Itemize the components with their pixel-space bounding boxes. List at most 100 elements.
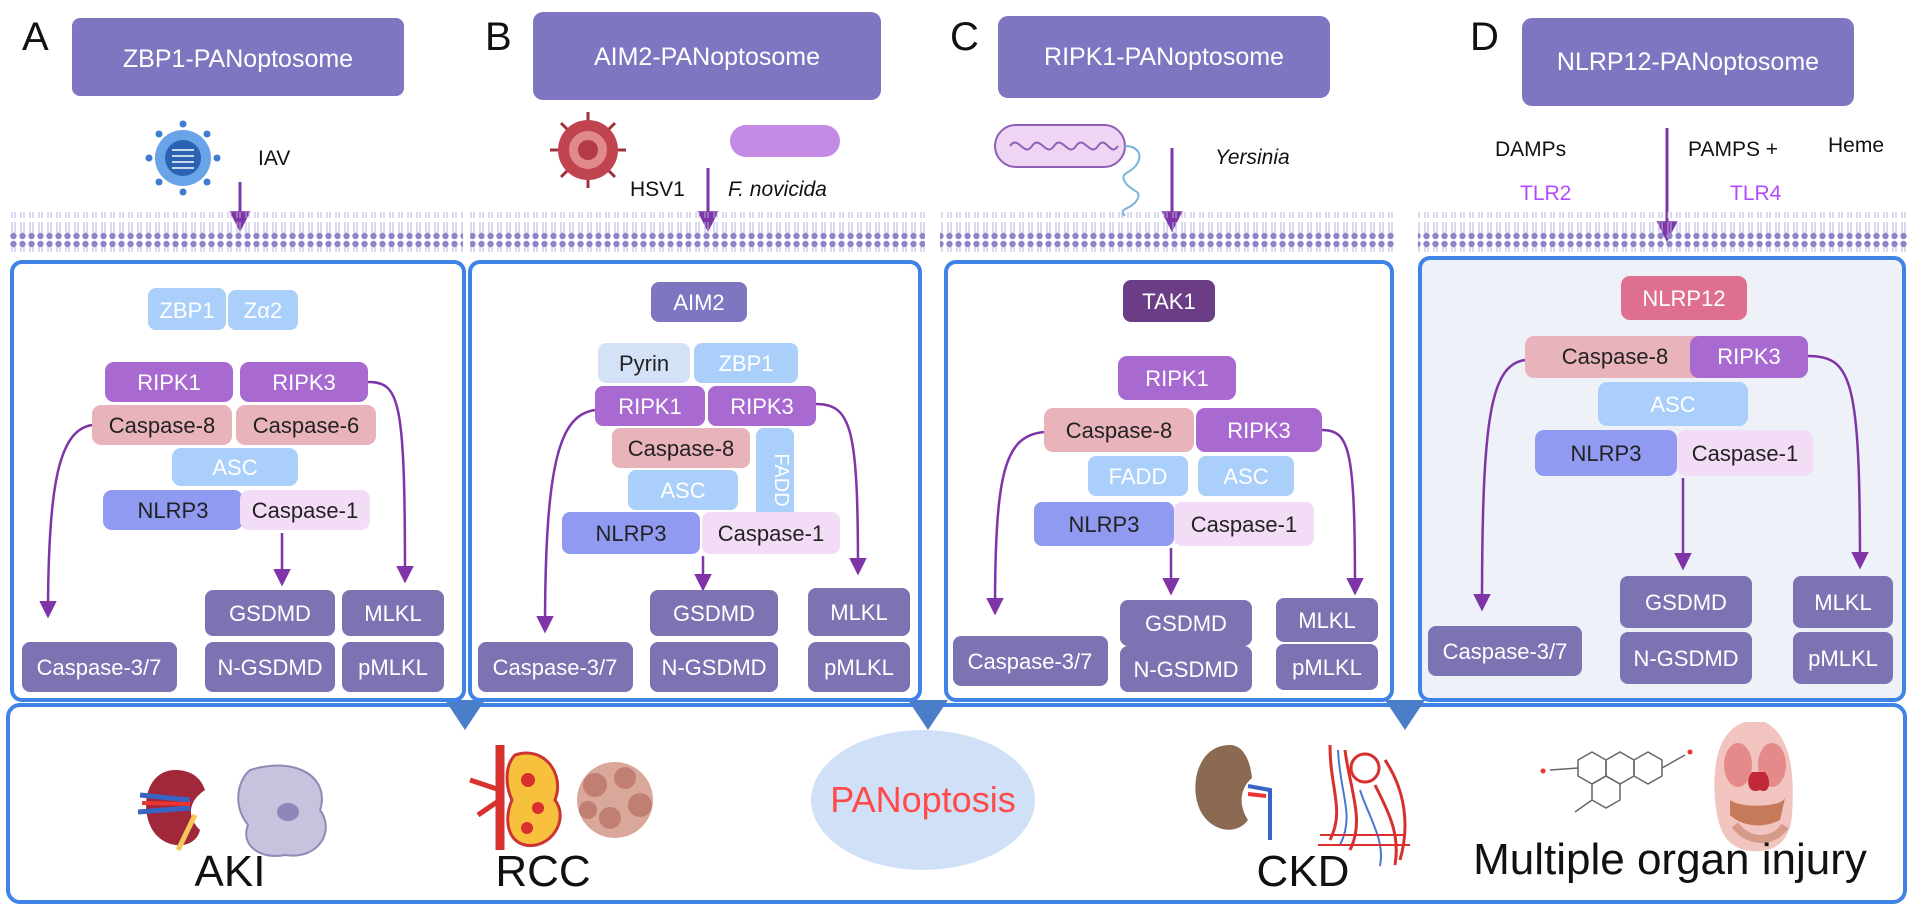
a-caspase-8-label: Caspase-8 — [109, 413, 215, 438]
b-asc-label: ASC — [660, 478, 705, 503]
d-arrow-caspase37 — [1473, 358, 1526, 612]
panel-d-tlr2: TLR2 — [1520, 182, 1571, 205]
c-out-caspase37 — [953, 636, 1108, 686]
panel-d-title-box — [1522, 18, 1854, 106]
a-ripk3-label: RIPK3 — [272, 370, 336, 395]
b-nlrp3-label: NLRP3 — [596, 521, 667, 546]
a-arrow-caspase37 — [39, 423, 93, 619]
b-aim2-label: AIM2 — [673, 290, 724, 315]
a-out-gsdmd — [205, 590, 335, 636]
yersinia-bacterium-icon — [994, 124, 1141, 217]
c-arrow-caspase37 — [986, 430, 1045, 616]
torso-organs-icon — [1714, 722, 1793, 852]
b-ripk3 — [708, 386, 816, 426]
kidney-tumor-icon — [469, 745, 562, 850]
a-caspase-6 — [236, 405, 376, 445]
d-caspase-8-label: Caspase-8 — [1562, 344, 1668, 369]
heme-molecule-icon — [1540, 749, 1693, 813]
c-out-mlkl-label: MLKL — [1298, 608, 1355, 633]
a-out-n-gsdmd-label: N-GSDMD — [217, 655, 322, 680]
d-arrow-mlkl — [1807, 354, 1869, 570]
b-aim2 — [651, 282, 747, 322]
b-fadd-label: FADD — [770, 453, 792, 506]
outcome-section: AKI RCC PANoptosis — [6, 700, 1907, 904]
a-arrow-mlkl — [367, 380, 414, 584]
a-out-n-gsdmd — [205, 642, 335, 692]
hsv1-virus-icon — [550, 112, 626, 188]
panel-letter-b: B — [485, 15, 512, 59]
panel-b-trigger-fnovicida: F. novicida — [728, 178, 827, 201]
panel-d-tlr4: TLR4 — [1730, 182, 1782, 205]
a-ripk1-label: RIPK1 — [137, 370, 201, 395]
b-out-gsdmd-label: GSDMD — [673, 601, 755, 626]
d-caspase-1 — [1677, 430, 1813, 476]
a-nlrp3-label: NLRP3 — [138, 498, 209, 523]
a-out-pmlkl — [342, 642, 444, 692]
b-zbp1-label: ZBP1 — [718, 351, 773, 376]
c-nlrp3-label: NLRP3 — [1069, 512, 1140, 537]
c-ripk1 — [1118, 356, 1236, 400]
b-pyrin-label: Pyrin — [619, 351, 669, 376]
a-caspase-1 — [240, 490, 370, 530]
d-out-gsdmd-label: GSDMD — [1645, 590, 1727, 615]
c-ripk1-label: RIPK1 — [1145, 366, 1209, 391]
c-caspase-1-label: Caspase-1 — [1191, 512, 1297, 537]
tumor-mass-icon — [577, 762, 653, 838]
d-asc — [1598, 382, 1748, 426]
outcome-ckd: CKD — [1257, 847, 1350, 896]
c-out-pmlkl — [1276, 644, 1378, 690]
b-out-pmlkl-label: pMLKL — [824, 655, 894, 680]
d-nlrp3-label: NLRP3 — [1571, 441, 1642, 466]
ckd-kidney-icon — [1195, 745, 1272, 840]
f-novicida-bacterium-icon — [730, 125, 840, 157]
panel-a-trigger-iav: IAV — [258, 147, 290, 170]
kidney-icon — [137, 770, 205, 852]
panel-b-membrane — [470, 212, 925, 252]
d-out-pmlkl-label: pMLKL — [1808, 646, 1878, 671]
a-caspase-8 — [92, 405, 232, 445]
panel-b-title-box — [533, 12, 881, 100]
d-nlrp12 — [1621, 276, 1747, 320]
panel-a-down-arrow — [445, 700, 485, 730]
panel-letter-a: A — [22, 15, 49, 59]
a-asc-label: ASC — [212, 455, 257, 480]
b-out-mlkl — [808, 588, 910, 636]
panel-a-membrane — [8, 212, 463, 252]
a-out-mlkl-label: MLKL — [364, 601, 421, 626]
a-ripk1 — [105, 362, 233, 402]
panel-d-title: NLRP12-PANoptosome — [1557, 48, 1819, 76]
panel-d-membrane — [1418, 212, 1908, 252]
b-asc — [628, 470, 738, 510]
c-asc — [1198, 456, 1294, 496]
b-caspase-8-label: Caspase-8 — [628, 436, 734, 461]
d-nlrp3 — [1535, 430, 1677, 476]
a-out-pmlkl-label: pMLKL — [358, 655, 428, 680]
panel-b-down-arrow — [908, 700, 948, 730]
c-caspase-1 — [1174, 502, 1314, 546]
d-caspase-8 — [1525, 336, 1705, 378]
panel-d-damps: DAMPs — [1495, 138, 1566, 161]
panel-letter-c: C — [950, 15, 979, 59]
b-ripk1 — [595, 386, 705, 426]
d-nlrp12-label: NLRP12 — [1642, 286, 1725, 311]
panel-d-heme: Heme — [1828, 134, 1884, 157]
d-out-mlkl — [1793, 576, 1893, 628]
panel-c-title-box — [998, 16, 1330, 98]
panoptosis-label: PANoptosis — [830, 779, 1015, 820]
panel-c-title: RIPK1-PANoptosome — [1044, 43, 1284, 71]
a-caspase-6-label: Caspase-6 — [253, 413, 359, 438]
panel-c: C RIPK1-PANoptosome Yersinia TAK1 RIPK1 … — [940, 15, 1395, 702]
d-out-n-gsdmd — [1620, 632, 1752, 684]
c-out-pmlkl-label: pMLKL — [1292, 655, 1362, 680]
panel-c-membrane — [940, 212, 1395, 252]
c-out-caspase37-label: Caspase-3/7 — [968, 649, 1093, 674]
d-out-gsdmd — [1620, 576, 1752, 628]
a-out-mlkl — [342, 590, 444, 636]
b-ripk1-label: RIPK1 — [618, 394, 682, 419]
d-out-n-gsdmd-label: N-GSDMD — [1633, 646, 1738, 671]
c-asc-label: ASC — [1223, 464, 1268, 489]
b-caspase-1 — [702, 512, 840, 554]
a-asc — [172, 448, 298, 486]
